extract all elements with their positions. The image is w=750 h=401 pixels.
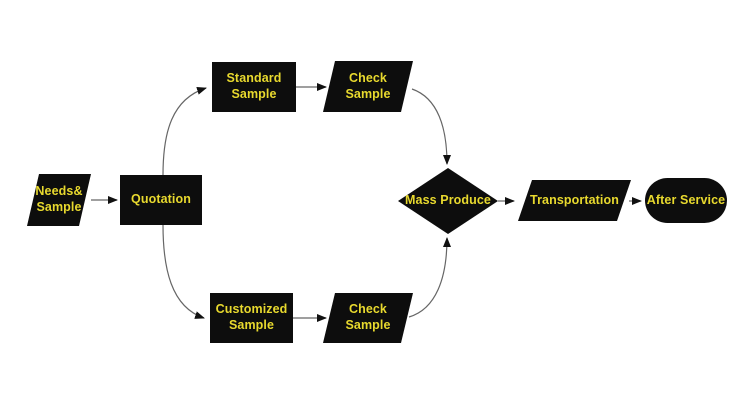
edge-check-sample-top-to-mass-produce <box>411 88 451 165</box>
node-standard-sample-label: Standard Sample <box>226 71 282 101</box>
node-transportation-label: Transportation <box>530 192 619 207</box>
edge-quotation-to-standard-sample <box>162 86 207 176</box>
node-quotation-label: Quotation <box>131 192 191 207</box>
edge-check-sample-bottom-to-mass-produce <box>408 237 451 318</box>
node-needs-sample: Needs& Sample <box>27 174 91 226</box>
node-check-sample-top-label: Check Sample <box>345 70 391 101</box>
node-standard-sample: Standard Sample <box>212 62 296 112</box>
node-check-sample-top: Check Sample <box>323 61 413 112</box>
node-quotation: Quotation <box>120 175 202 225</box>
node-check-sample-bottom-label: Check Sample <box>345 302 391 332</box>
node-customized-sample: Customized Sample <box>210 293 293 343</box>
node-transportation: Transportation <box>518 180 631 221</box>
node-check-sample-bottom: Check Sample <box>323 293 413 343</box>
node-after-service: After Service <box>645 178 727 223</box>
node-customized-sample-label: Customized Sample <box>215 302 288 332</box>
node-needs-sample-label: Needs& Sample <box>35 184 83 214</box>
node-mass-produce-label: Mass Produce <box>405 193 491 208</box>
edge-quotation-to-customized-sample <box>162 224 205 319</box>
node-after-service-label: After Service <box>646 192 726 207</box>
